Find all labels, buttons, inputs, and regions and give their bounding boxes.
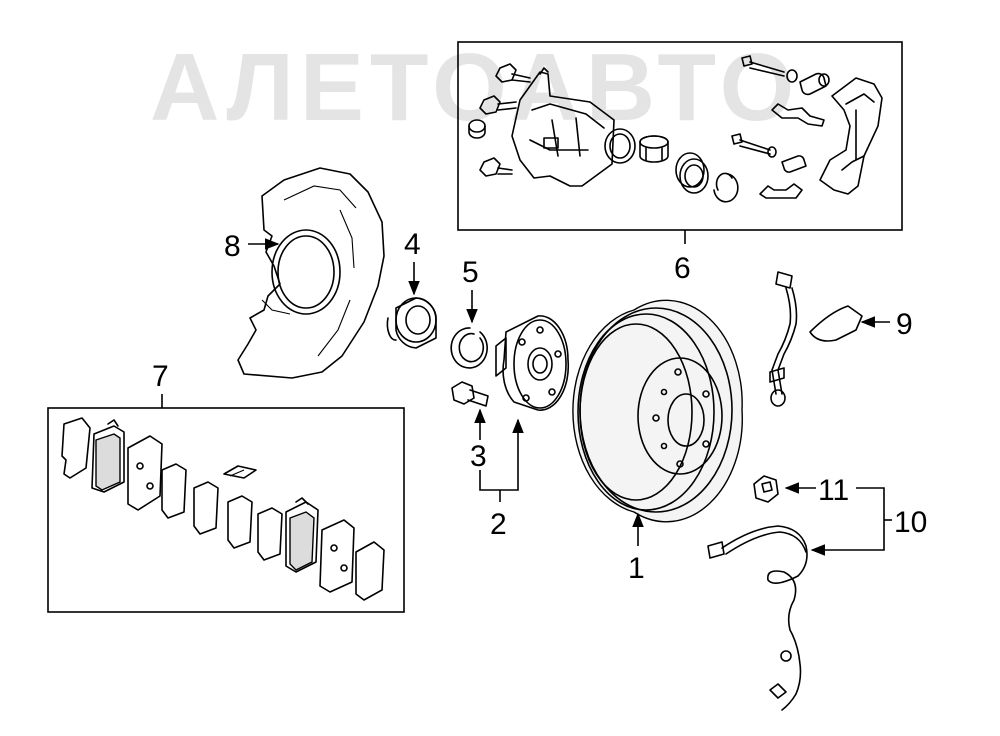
watermark-text: АЛЕТОАВТО: [150, 34, 800, 141]
wheel-hub: [495, 315, 570, 411]
callout-9: 9: [896, 308, 913, 341]
inner-pad-1: [91, 419, 125, 493]
hub-bolt: [451, 381, 489, 407]
pad-shim-1: [61, 417, 91, 479]
callout-5: 5: [462, 256, 479, 289]
bleeder-screw: [479, 157, 513, 177]
piston: [639, 135, 669, 163]
leader-2: [479, 418, 524, 491]
pad-shim-5: [257, 507, 283, 561]
snap-ring: 5: [450, 256, 488, 369]
outer-pad-2: [319, 519, 355, 593]
guide-boot-1: [799, 72, 830, 96]
wear-indicator: [223, 465, 257, 479]
caliper-kit-group: 6: [457, 41, 903, 285]
brake-rotor: 1: [572, 299, 743, 585]
dust-boot: [675, 152, 709, 194]
callout-8: 8: [224, 230, 241, 263]
guide-pin-2: [731, 133, 777, 158]
callout-3: 3: [470, 440, 487, 473]
wheel-bearing: 4: [386, 228, 437, 349]
callout-1: 1: [628, 552, 645, 585]
splash-shield: 8: [224, 167, 385, 379]
outer-pad-1: [127, 435, 163, 511]
brake-hose: 9: [769, 271, 913, 407]
caliper-bracket: [819, 77, 883, 195]
pad-shim-6: [355, 541, 385, 601]
sensor-clip: [753, 475, 779, 503]
pad-clip-2: [759, 183, 803, 199]
callout-4: 4: [404, 228, 421, 261]
retaining-ring: [713, 172, 739, 203]
guide-boot-2: [781, 155, 807, 173]
pad-shim-4: [227, 495, 253, 549]
callout-11: 11: [818, 474, 849, 507]
guide-pin-1: [741, 55, 798, 83]
callout-7: 7: [152, 360, 169, 393]
abs-sensor: [707, 525, 808, 711]
caliper-bolt-2: [479, 95, 517, 115]
callout-6: 6: [674, 252, 691, 285]
pad-clip-1: [771, 103, 825, 127]
pad-set-box: [47, 407, 405, 613]
inner-pad-2: [285, 497, 319, 573]
leader-10: [810, 487, 885, 556]
caliper-cap: [468, 119, 486, 139]
caliper-kit-box: [457, 41, 903, 231]
caliper-body: [511, 67, 615, 187]
pad-shim-3: [193, 481, 219, 535]
caliper-bolt-1: [495, 63, 531, 83]
brake-pad-set: 7: [47, 360, 405, 613]
callout-2: 2: [490, 508, 507, 541]
callout-10: 10: [894, 506, 927, 539]
piston-seal: [604, 128, 636, 164]
pad-shim-2: [161, 463, 187, 519]
